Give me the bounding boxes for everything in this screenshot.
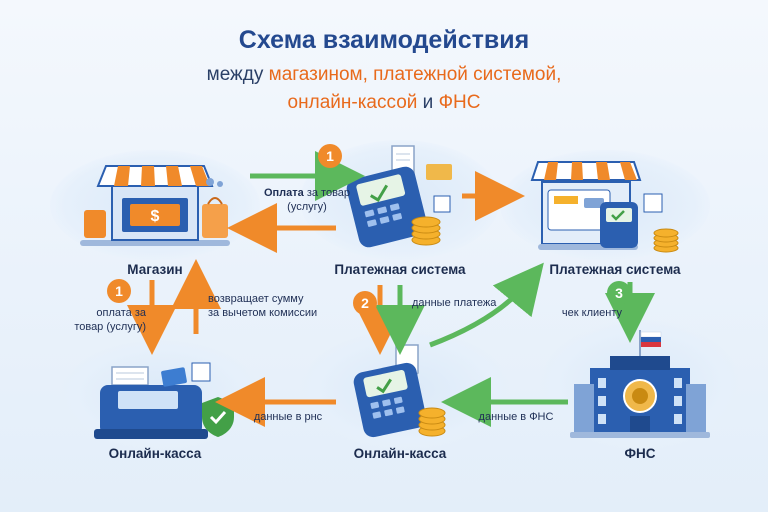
subtitle-highlight-1: магазином, платежной системой,	[268, 64, 562, 85]
subtitle-line-1: между магазином, платежной системой,	[0, 64, 768, 86]
step-badge-text: 1	[326, 148, 334, 164]
note-payment-line2: (услугу)	[287, 201, 327, 213]
arrow-center-to-payment-right	[429, 262, 544, 348]
note-payment-top: Оплата за товар (услугу)	[262, 186, 352, 214]
payment-station-icon	[530, 161, 679, 253]
step-badge-text: 1	[115, 283, 123, 299]
note-payment-bold: Оплата	[263, 187, 304, 199]
node-label-shop: Магазин	[127, 262, 183, 277]
note-center-down: данные платежа	[412, 297, 497, 309]
subtitle-middle: и	[417, 92, 439, 113]
svg-text:$: $	[151, 208, 160, 225]
note-shop-up: возвращает сумму за вычетом комиссии	[208, 292, 338, 320]
note-shop-down-2: товар (услугу)	[74, 321, 146, 333]
subtitle-prefix: между	[206, 64, 269, 85]
step-badge-1-top: 1	[318, 144, 342, 168]
node-label-cashbox-center: Онлайн-касса	[353, 446, 447, 461]
note-right-down: чек клиенту	[561, 307, 622, 319]
note-shop-up-2: за вычетом комиссии	[208, 307, 318, 319]
step-badge-2: 2	[353, 291, 377, 315]
note-bottom-right: данные в ФНС	[478, 411, 554, 423]
pos-terminal-center-icon	[353, 344, 446, 438]
step-badge-text: 3	[615, 285, 623, 301]
pos-terminal-icon	[346, 145, 452, 248]
node-label-fns: ФНС	[624, 446, 656, 461]
page-title: Схема взаимодействия	[238, 26, 530, 54]
store-icon: $	[80, 165, 230, 246]
node-label-payment-right: Платежная система	[549, 262, 681, 277]
step-badge-3: 3	[607, 281, 631, 305]
note-shop-up-1: возвращает сумму	[208, 293, 304, 305]
node-label-cashbox-left: Онлайн-касса	[108, 446, 202, 461]
subtitle-highlight-2: онлайн-кассой	[287, 92, 418, 113]
note-bottom-left: данные в рнс	[253, 411, 323, 423]
government-building-icon	[570, 330, 710, 438]
step-badge-1-left: 1	[107, 279, 131, 303]
node-label-payment-top: Платежная система	[334, 262, 466, 277]
note-shop-down-1: оплата за	[96, 307, 146, 319]
note-payment-rest: за товар	[303, 187, 351, 199]
subtitle-line-2: онлайн-кассой и ФНС	[0, 92, 768, 114]
note-shop-down: оплата за товар (услугу)	[58, 306, 146, 334]
step-badge-text: 2	[361, 295, 369, 311]
subtitle-end: ФНС	[438, 92, 481, 113]
